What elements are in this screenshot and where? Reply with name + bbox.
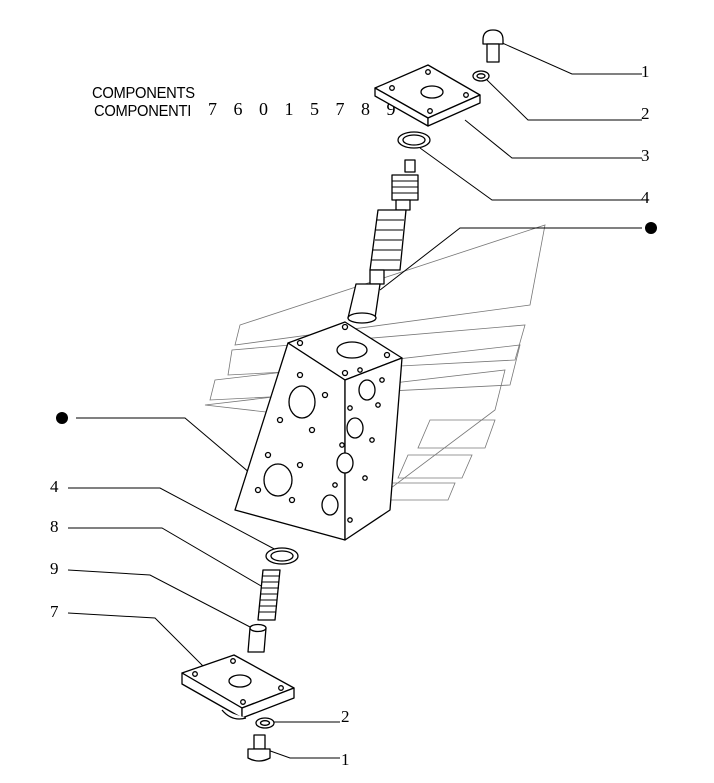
callout-2-top: 2 xyxy=(641,104,650,123)
spacer-sleeve xyxy=(247,623,267,653)
valve-body xyxy=(234,321,403,541)
top-bolt xyxy=(482,29,504,63)
callout-9: 9 xyxy=(50,559,59,578)
callout-2-bottom: 2 xyxy=(341,707,350,726)
reference-dot-icon xyxy=(56,412,68,424)
bottom-washer xyxy=(255,717,275,729)
callout-1-top: 1 xyxy=(641,62,650,81)
callout-3: 3 xyxy=(641,146,650,165)
header-components: COMPONENTS xyxy=(92,85,195,102)
bottom-bolt xyxy=(247,734,271,762)
top-cover-plate xyxy=(374,64,481,127)
bottom-cover-plate xyxy=(181,654,295,720)
header-componenti: COMPONENTI xyxy=(94,103,192,120)
component-code: 7 6 0 1 5 7 8 9 xyxy=(208,99,402,119)
spring xyxy=(257,569,281,621)
valve-spool xyxy=(347,159,419,324)
top-o-ring xyxy=(397,131,431,149)
callout-8: 8 xyxy=(50,517,59,536)
callout-1-bottom: 1 xyxy=(341,750,350,769)
lower-o-ring xyxy=(265,547,299,565)
leader-lines xyxy=(67,41,642,759)
callout-7: 7 xyxy=(50,602,59,621)
callout-4-top: 4 xyxy=(641,188,650,207)
top-washer xyxy=(472,70,490,82)
callout-4-left: 4 xyxy=(50,477,59,496)
reference-dot-icon xyxy=(645,222,657,234)
